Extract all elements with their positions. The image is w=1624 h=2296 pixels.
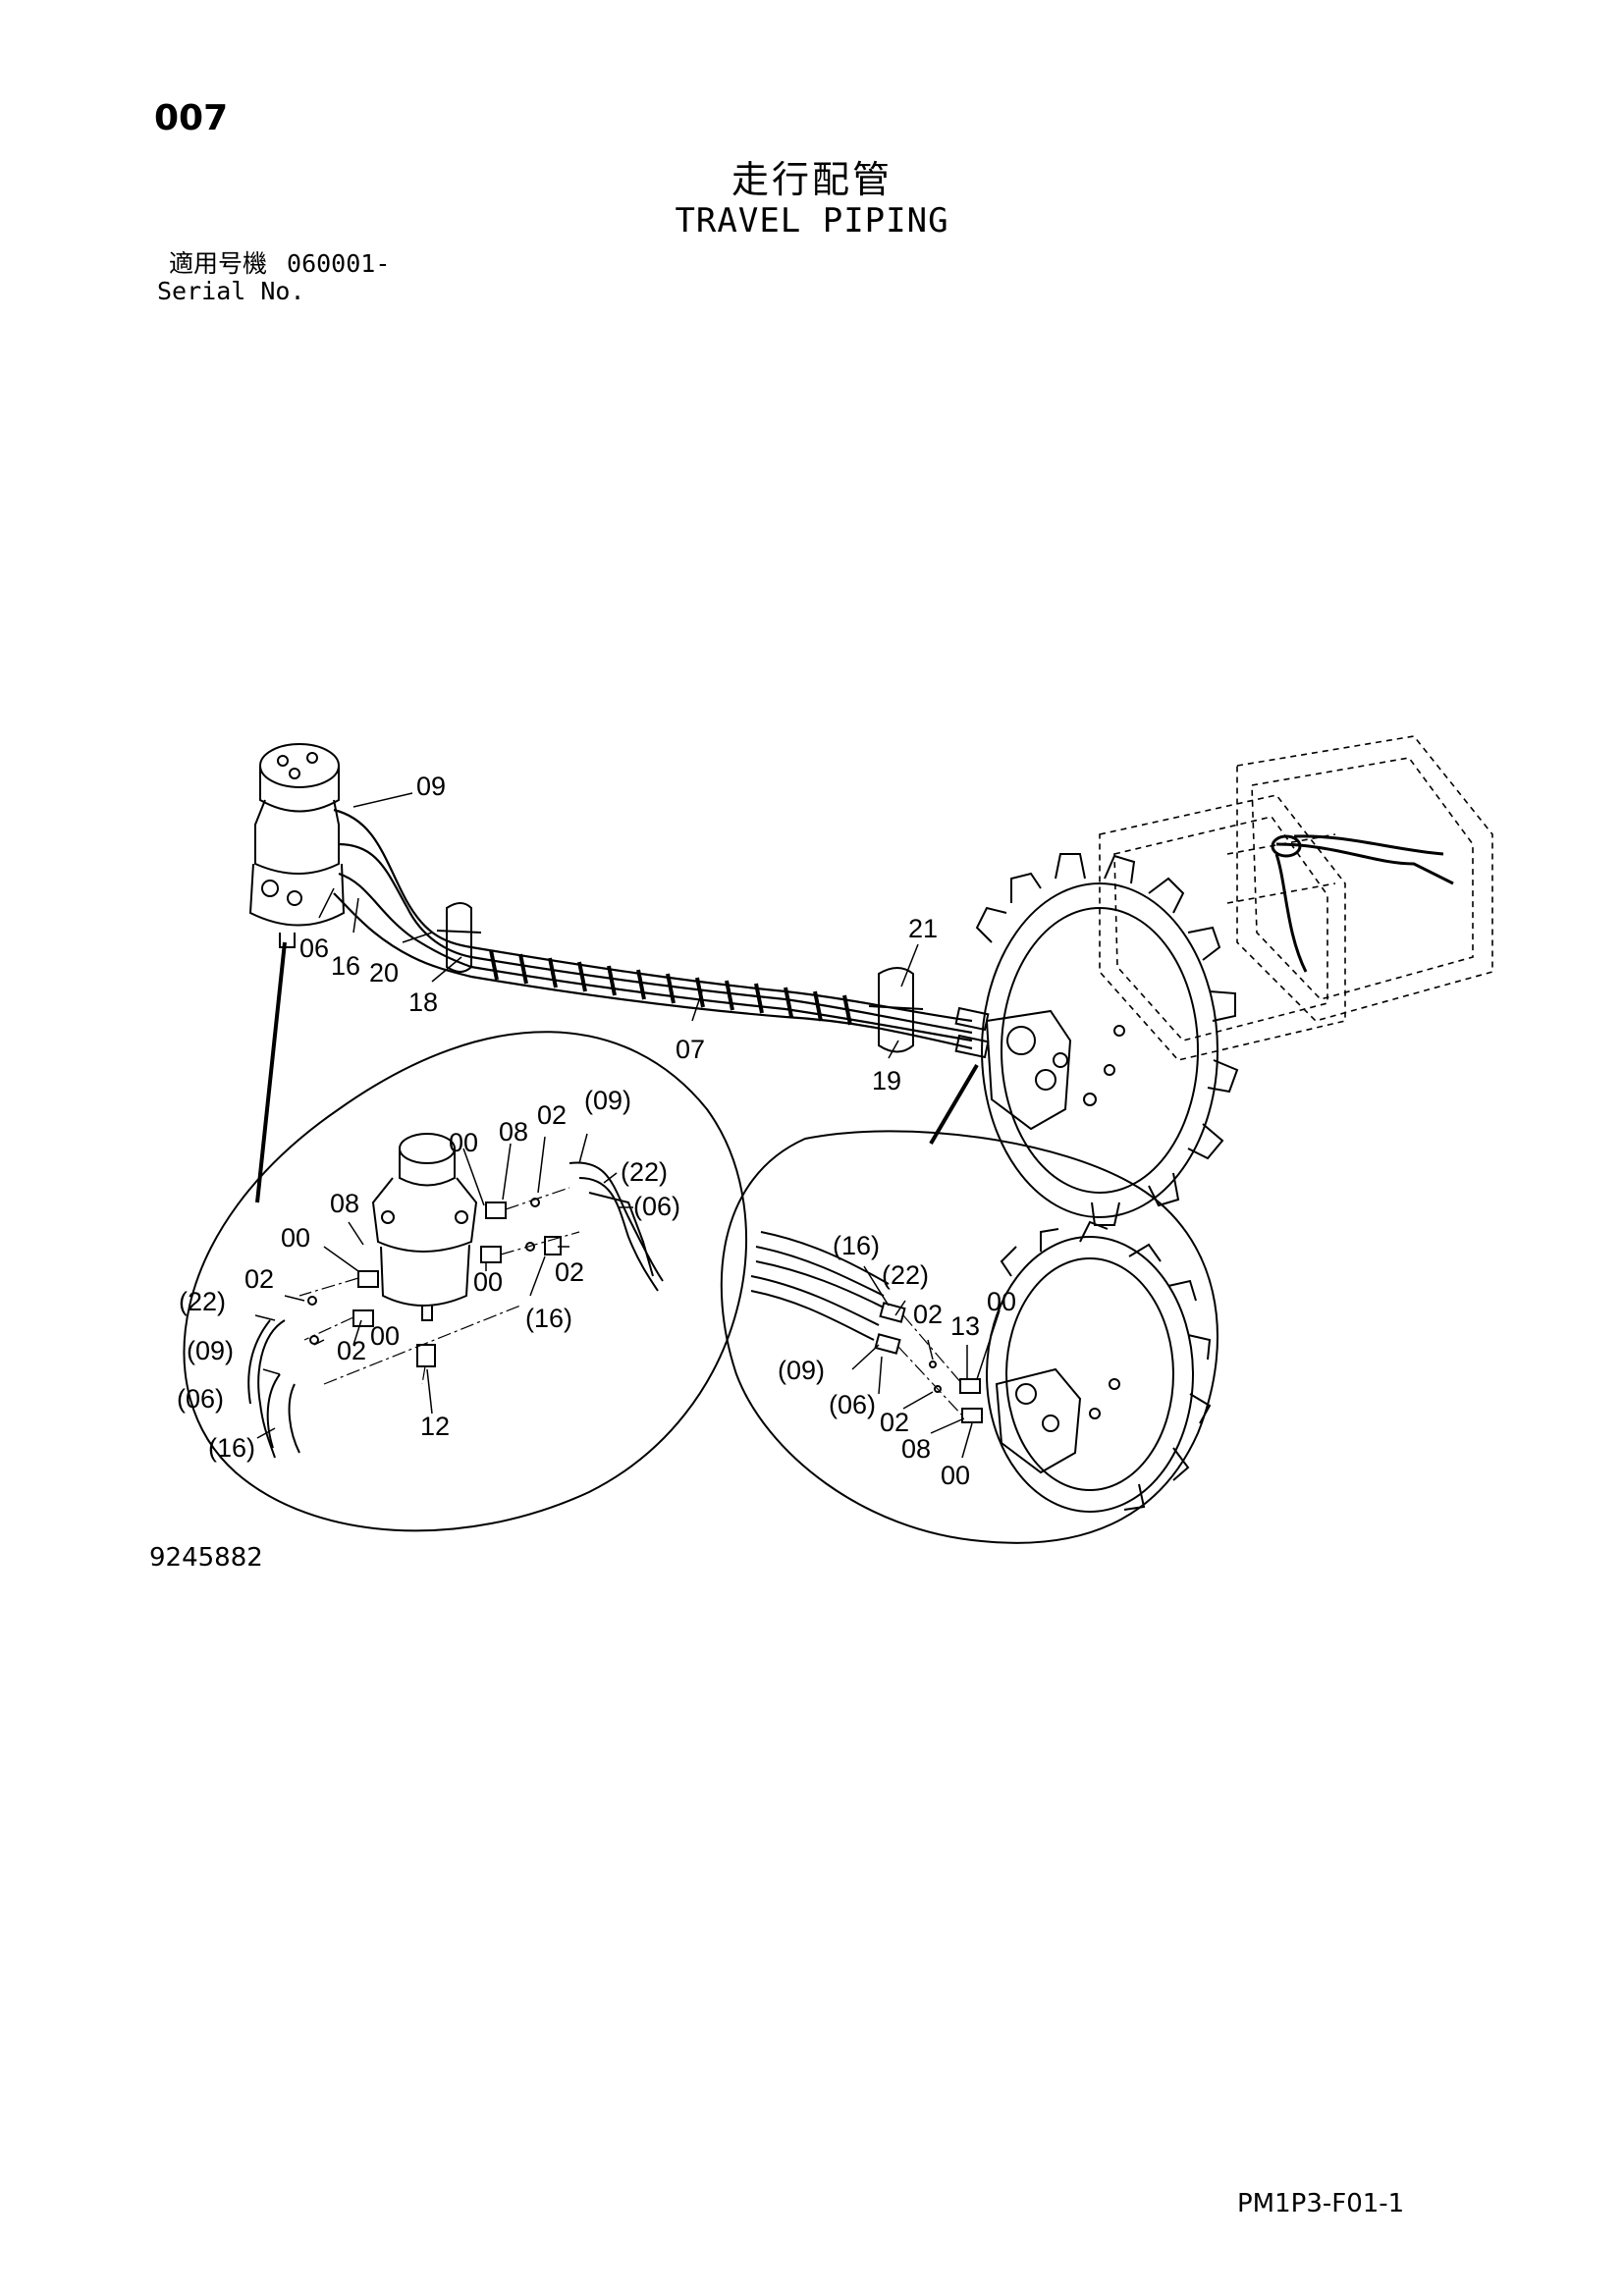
callout-09-ref: (09) [778, 1356, 825, 1385]
callout-00: 00 [449, 1128, 478, 1157]
callout-leaders-left [254, 1133, 633, 1439]
callout-16-ref: (16) [525, 1304, 572, 1333]
callout-00: 00 [987, 1287, 1016, 1316]
callout-06: 06 [299, 934, 329, 963]
callout-09-ref: (09) [584, 1086, 631, 1115]
callout-06-ref: (06) [177, 1384, 224, 1414]
callout-09: 09 [416, 772, 446, 801]
page-code: PM1P3-F01-1 [1237, 2189, 1405, 2218]
callout-18: 18 [408, 988, 438, 1017]
callout-leaders [318, 792, 919, 1059]
title-english: TRAVEL PIPING [675, 201, 949, 240]
callout-07: 07 [676, 1035, 705, 1064]
track-frame-outline [1099, 735, 1493, 1061]
hose-clamp-right [868, 967, 924, 1053]
hose-bundle [333, 808, 973, 1050]
callout-00: 00 [473, 1267, 503, 1297]
callout-leaders-right [851, 1265, 1001, 1459]
serial-block: 適用号機 060001- Serial No. [157, 250, 390, 305]
detail-right-hoses [750, 1231, 983, 1423]
callout-02: 02 [337, 1336, 366, 1365]
callout-09-ref: (09) [187, 1336, 234, 1365]
callout-02: 02 [913, 1300, 943, 1329]
callouts-detail-right: (16) (22) 02 13 00 (09) (06) 02 08 00 [778, 1231, 1016, 1490]
travel-motor-sprocket [975, 853, 1239, 1226]
callout-06-ref: (06) [829, 1390, 876, 1419]
callout-19: 19 [872, 1066, 901, 1095]
callout-16-ref: (16) [208, 1433, 255, 1463]
callout-12: 12 [420, 1412, 450, 1441]
title-japanese: 走行配管 [731, 158, 893, 201]
callouts-detail-left: 00 08 02 (09) (22) (06) 08 00 02 00 (16)… [177, 1086, 680, 1463]
detail-bubble-right [720, 1130, 1218, 1544]
detail-left-hoses [247, 1161, 664, 1459]
callout-02: 02 [555, 1257, 584, 1287]
callout-16: 16 [331, 951, 360, 981]
swivel-joint [248, 743, 346, 948]
callout-22-ref: (22) [179, 1287, 226, 1316]
callout-22-ref: (22) [621, 1157, 668, 1187]
serial-label-jp: 適用号機 [169, 249, 268, 278]
background-piping [1271, 834, 1454, 973]
serial-label-en: Serial No. [157, 277, 305, 305]
detail-left-swivel [371, 1133, 478, 1321]
detail-left-centerlines [298, 1187, 580, 1385]
callout-00: 00 [370, 1321, 400, 1351]
callout-08: 08 [901, 1434, 931, 1464]
callout-16-ref: (16) [833, 1231, 880, 1260]
hose-clamp-left [436, 902, 482, 973]
hose-protector [489, 949, 852, 1026]
callout-08: 08 [330, 1189, 359, 1218]
callout-02: 02 [244, 1264, 274, 1294]
callout-08: 08 [499, 1117, 528, 1147]
callout-21: 21 [908, 914, 938, 943]
callout-00: 00 [941, 1461, 970, 1490]
callout-00: 00 [281, 1223, 310, 1253]
detail-bubble-left [183, 1031, 747, 1532]
page-number: 007 [154, 98, 229, 138]
detail-right-motor [986, 1220, 1212, 1513]
callout-02: 02 [880, 1408, 909, 1437]
callout-13: 13 [950, 1311, 980, 1341]
figure-code: 9245882 [149, 1543, 263, 1573]
callout-20: 20 [369, 958, 399, 988]
callout-22-ref: (22) [882, 1260, 929, 1290]
detail-right-centerlines [897, 1314, 963, 1416]
serial-value: 060001- [287, 249, 391, 278]
callout-06-ref: (06) [633, 1192, 680, 1221]
callouts-main: 09 06 16 20 18 07 21 19 [299, 772, 938, 1095]
callout-02: 02 [537, 1100, 567, 1130]
detail-leaders [255, 941, 979, 1203]
serial-row: 適用号機 060001- [157, 250, 390, 278]
